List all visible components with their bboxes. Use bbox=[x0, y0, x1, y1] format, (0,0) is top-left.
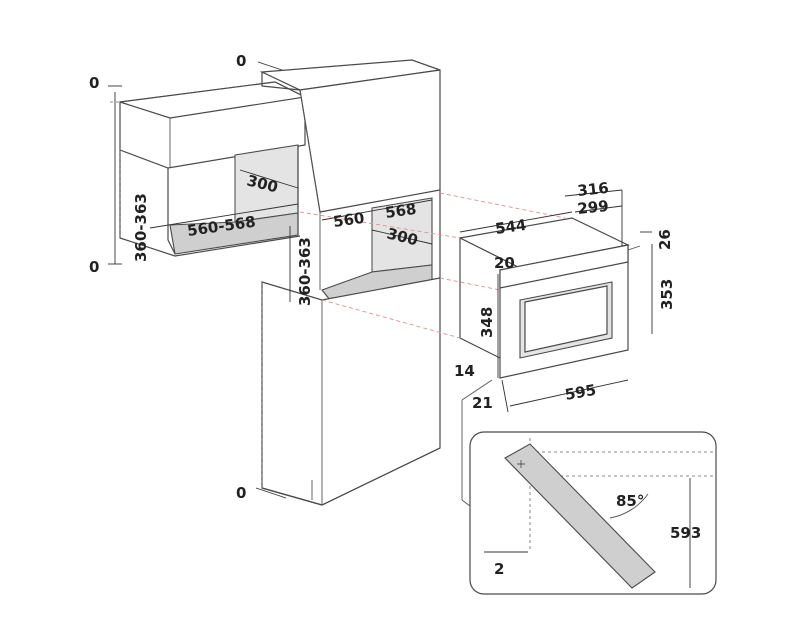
dimension-lines bbox=[108, 61, 653, 499]
tall-width-min-label: 560 bbox=[332, 209, 366, 231]
oven-top-offset-label: 26 bbox=[656, 229, 674, 250]
insertion-guides bbox=[299, 192, 566, 339]
tall-cabinet bbox=[259, 59, 441, 506]
wall-bottom-gap-label: 0 bbox=[89, 258, 99, 276]
tall-top-gap-label: 0 bbox=[236, 52, 246, 70]
oven-inner-top-label: 20 bbox=[494, 254, 515, 272]
door-height-label: 593 bbox=[670, 524, 701, 542]
tall-height-label: 360-363 bbox=[296, 237, 314, 306]
oven-appliance bbox=[458, 217, 641, 379]
door-detail-inset bbox=[461, 379, 717, 595]
oven-depth-total-label: 544 bbox=[494, 216, 528, 238]
door-angle-label: 85° bbox=[616, 492, 644, 510]
door-clearance-label: 2 bbox=[494, 560, 504, 578]
oven-depth-a-label: 316 bbox=[577, 179, 610, 200]
tall-bottom-gap-label: 0 bbox=[236, 484, 246, 502]
wall-cabinet bbox=[110, 81, 307, 257]
wall-height-label: 360-363 bbox=[132, 193, 150, 262]
oven-body-height-label: 348 bbox=[478, 307, 496, 338]
oven-bottom-offset-label: 14 bbox=[454, 362, 475, 380]
oven-front-height-label: 353 bbox=[658, 279, 676, 310]
tall-width-max-label: 568 bbox=[384, 200, 418, 222]
oven-depth-b-label: 299 bbox=[577, 197, 610, 218]
wall-top-gap-label: 0 bbox=[89, 74, 99, 92]
oven-width-label: 595 bbox=[564, 381, 598, 404]
oven-side-offset-label: 21 bbox=[472, 394, 493, 412]
